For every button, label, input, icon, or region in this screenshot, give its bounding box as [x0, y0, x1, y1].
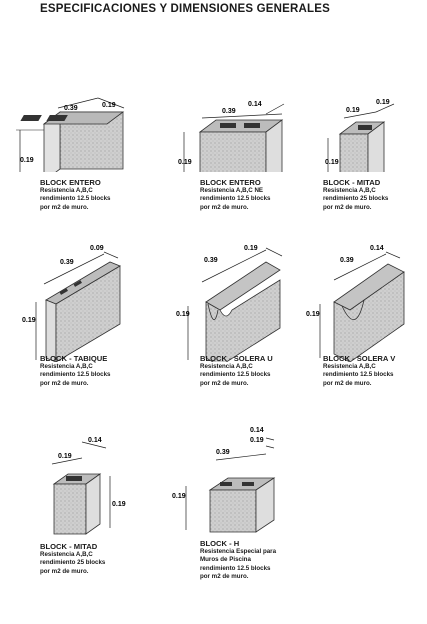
dim-width: 0.19 [250, 437, 264, 444]
caption-h: BLOCK - H Resistencia Especial para Muro… [200, 539, 277, 581]
caption-tabique: BLOCK - TABIQUE Resistencia A,B,C rendim… [40, 354, 111, 387]
dim-length: 0.39 [64, 105, 78, 112]
dim-length: 0.39 [340, 257, 354, 264]
dim-width: 0.19 [376, 99, 390, 106]
block-card-entero: 0.39 0.19 0.19 [0, 42, 134, 238]
block-tabique-diagram: 0.39 0.09 0.19 [22, 245, 121, 362]
dim-height: 0.19 [178, 159, 192, 166]
dim-length: 0.39 [60, 259, 74, 266]
caption-entero: BLOCK ENTERO Resistencia A,B,C rendimien… [40, 178, 111, 211]
dim-width: 0.14 [88, 437, 102, 444]
dim-height: 0.19 [306, 311, 320, 318]
block-entero-ne-diagram: 0.39 0.14 0.19 [178, 101, 285, 172]
block-solera-u-diagram: 0.39 0.19 0.19 [176, 245, 283, 362]
dim-height: 0.19 [325, 159, 339, 166]
caption-mitad-b: BLOCK - MITAD Resistencia A,B,C rendimie… [40, 542, 106, 575]
dim-height: 0.19 [112, 501, 126, 508]
block-card-solera-v: 0.39 0.14 0.19 [300, 232, 427, 428]
dim-width: 0.14 [370, 245, 384, 252]
dim-length: 0.39 [216, 449, 230, 456]
dim-length: 0.19 [58, 453, 72, 460]
dim-height: 0.19 [22, 317, 36, 324]
caption-solera-u: BLOCK - SOLERA U Resistencia A,B,C rendi… [200, 354, 273, 387]
caption-mitad-a: BLOCK - MITAD Resistencia A,B,C rendimie… [323, 178, 389, 211]
dim-length: 0.19 [346, 107, 360, 114]
dim-width: 0.19 [244, 245, 258, 252]
block-card-solera-u: 0.39 0.19 0.19 [170, 232, 304, 428]
dim-height: 0.19 [176, 311, 190, 318]
dim-width: 0.19 [102, 102, 116, 109]
block-card-mitad-b: 0.19 0.14 0.19 [0, 428, 134, 624]
dim-length: 0.39 [222, 108, 236, 115]
dim-length: 0.39 [204, 257, 218, 264]
dim-height: 0.19 [20, 157, 34, 164]
block-card-mitad-a: 0.19 0.19 0.19 [300, 42, 427, 238]
block-mitad-b-diagram: 0.19 0.14 0.19 [51, 437, 126, 535]
caption-solera-v: BLOCK - SOLERA V Resistencia A,B,C rendi… [323, 354, 396, 387]
block-card-h: 0.39 0.14 0.19 0.19 [170, 420, 304, 616]
block-h-diagram: 0.39 0.14 0.19 0.19 [172, 427, 276, 533]
caption-entero-ne: BLOCK ENTERO Resistencia A,B,C NE rendim… [200, 178, 271, 211]
block-mitad-diagram: 0.19 0.19 0.19 [325, 99, 395, 172]
block-entero-diagram: 0.39 0.19 0.19 [16, 97, 125, 172]
page-title: ESPECIFICACIONES Y DIMENSIONES GENERALES [40, 3, 331, 15]
block-solera-v-diagram: 0.39 0.14 0.19 [306, 245, 405, 362]
dim-width: 0.09 [90, 245, 104, 252]
block-card-entero-ne: 0.39 0.14 0.19 [170, 42, 304, 238]
dim-width: 0.14 [248, 101, 262, 108]
block-card-tabique: 0.39 0.09 0.19 [0, 232, 134, 428]
dim-extra: 0.14 [250, 427, 264, 434]
dim-height: 0.19 [172, 493, 186, 500]
